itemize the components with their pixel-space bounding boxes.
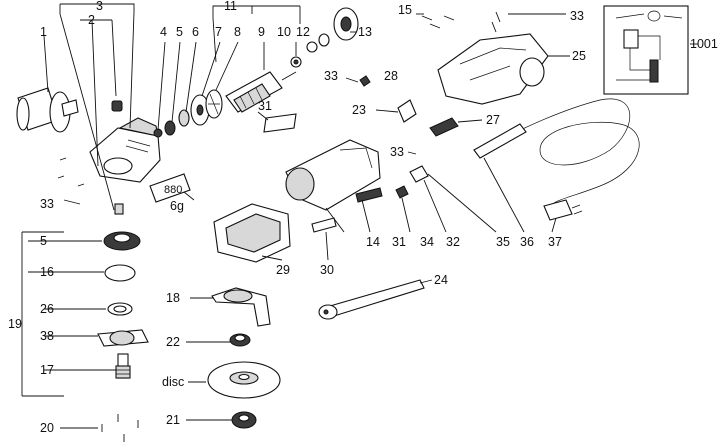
- bearing-part-10: [306, 41, 318, 53]
- armature-part-11: [225, 71, 297, 113]
- callout-30: 30: [320, 263, 334, 277]
- callout-20: 20: [40, 421, 54, 435]
- callout-19: 19: [8, 317, 22, 331]
- callout-33-top: 33: [570, 9, 584, 23]
- callout-15: 15: [398, 3, 412, 17]
- callout-31-top: 31: [258, 99, 272, 113]
- callout-labels: 1 2 3 4 5 6 7 8 9 10 11 12 13 14 15 16 1…: [8, 0, 718, 435]
- screws-part-20: [101, 414, 139, 442]
- cable-part-37: [477, 98, 640, 221]
- callout-14: 14: [366, 235, 380, 249]
- callout-37: 37: [548, 235, 562, 249]
- ring-part-12: [318, 33, 330, 47]
- label-part-30: [311, 217, 337, 233]
- callout-10: 10: [277, 25, 291, 39]
- callout-35: 35: [496, 235, 510, 249]
- callout-5-lower: 5: [40, 234, 47, 248]
- callout-27: 27: [486, 113, 500, 127]
- handle-housing-part-25: [437, 33, 549, 105]
- wiring-diagram-1001: [603, 5, 689, 95]
- callout-33-middle: 33: [324, 69, 338, 83]
- terminal-part-34: [395, 185, 409, 199]
- spindle-part-17: [115, 353, 131, 379]
- wheel-guard-part-18: [211, 287, 271, 327]
- callout-28: 28: [384, 69, 398, 83]
- washer-part-26: [107, 302, 133, 316]
- callout-1001: 1001: [690, 37, 718, 51]
- callout-13: 13: [358, 25, 372, 39]
- callout-25: 25: [572, 49, 586, 63]
- spanner-part-24: [318, 279, 425, 320]
- callout-16: 16: [40, 265, 54, 279]
- motor-housing-part-14: [285, 139, 381, 211]
- callout-31-bottom: 31: [392, 235, 406, 249]
- callout-3: 3: [96, 0, 103, 13]
- callout-5: 5: [176, 25, 183, 39]
- spring-part-28: [359, 75, 371, 87]
- callout-26: 26: [40, 302, 54, 316]
- callout-33-left: 33: [40, 197, 54, 211]
- callout-1: 1: [40, 25, 47, 39]
- callout-disc: disc: [162, 375, 184, 389]
- callout-11: 11: [224, 0, 237, 13]
- grease-tube-label: 880: [164, 184, 182, 196]
- callout-24: 24: [434, 273, 448, 287]
- bearing-flange-part-38: [97, 329, 149, 347]
- callout-2: 2: [88, 13, 95, 27]
- callout-29: 29: [276, 263, 290, 277]
- callout-17: 17: [40, 363, 54, 377]
- callout-23: 23: [352, 103, 366, 117]
- leader-lines: [21, 3, 698, 429]
- callout-36: 36: [520, 235, 534, 249]
- screws-part-33-top: [491, 11, 501, 33]
- callout-34: 34: [420, 235, 434, 249]
- gear-part-5: [164, 120, 176, 136]
- nut-part-4-small: [111, 100, 123, 112]
- screws-part-33-left: [57, 157, 85, 205]
- gear-housing-part-3: [89, 117, 161, 183]
- label-plate-part-31: [263, 113, 297, 133]
- fan-part-8: [205, 89, 223, 119]
- pin-part-2: [114, 203, 124, 215]
- callout-7: 7: [215, 25, 222, 39]
- bearing-cap-part-13: [333, 7, 359, 41]
- support-flange-part-22: [229, 333, 251, 347]
- callout-8: 8: [234, 25, 241, 39]
- label-plate-part-31b: [355, 187, 383, 203]
- callout-38: 38: [40, 329, 54, 343]
- callout-6g: 6g: [170, 199, 184, 213]
- screws-part-15: [421, 15, 455, 29]
- callout-4: 4: [160, 25, 167, 39]
- cable-sleeve-part-36: [473, 123, 527, 159]
- o-ring-part-16: [104, 264, 136, 282]
- clamping-nut-part-21: [231, 411, 257, 429]
- callout-6: 6: [192, 25, 199, 39]
- bearing-part-9: [290, 56, 302, 68]
- stator-part-29: [213, 203, 291, 263]
- callout-12: 12: [296, 25, 310, 39]
- callout-21: 21: [166, 413, 180, 427]
- callout-22: 22: [166, 335, 180, 349]
- side-handle-part-1: [16, 87, 79, 133]
- grinding-disc: [207, 361, 281, 399]
- callout-9: 9: [258, 25, 265, 39]
- grease-tube-part-6g: 880: [149, 173, 191, 203]
- connector-part-32: [409, 165, 429, 183]
- callout-33-right: 33: [390, 145, 404, 159]
- switch-lever-part-27: [429, 117, 459, 137]
- callout-18: 18: [166, 291, 180, 305]
- bearing-part-4: [153, 128, 163, 138]
- flange-nut-part-5: [103, 231, 141, 251]
- callout-32: 32: [446, 235, 460, 249]
- switch-part-23: [397, 99, 417, 123]
- gear-part-6: [178, 109, 190, 127]
